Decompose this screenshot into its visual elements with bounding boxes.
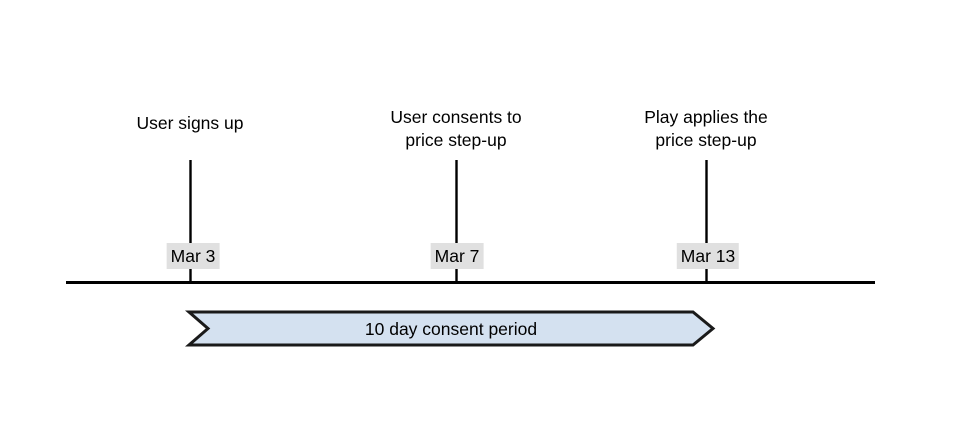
consent-period-banner-shape <box>184 310 716 347</box>
date-chip-applied: Mar 13 <box>676 243 740 269</box>
event-label-applied: Play applies the price step-up <box>644 106 768 152</box>
event-label-consent-line1: User consents to <box>390 107 522 127</box>
event-label-applied-line1: Play applies the <box>644 107 768 127</box>
event-label-consent: User consents to price step-up <box>390 106 521 152</box>
event-label-consent-line2: price step-up <box>405 130 507 150</box>
event-label-signup: User signs up <box>137 112 244 135</box>
event-label-applied-line2: price step-up <box>655 130 757 150</box>
consent-period-banner-label: 10 day consent period <box>364 319 538 339</box>
date-chip-consent: Mar 7 <box>430 243 484 269</box>
event-label-signup-line1: User signs up <box>136 113 244 133</box>
date-chip-signup: Mar 3 <box>166 243 220 269</box>
